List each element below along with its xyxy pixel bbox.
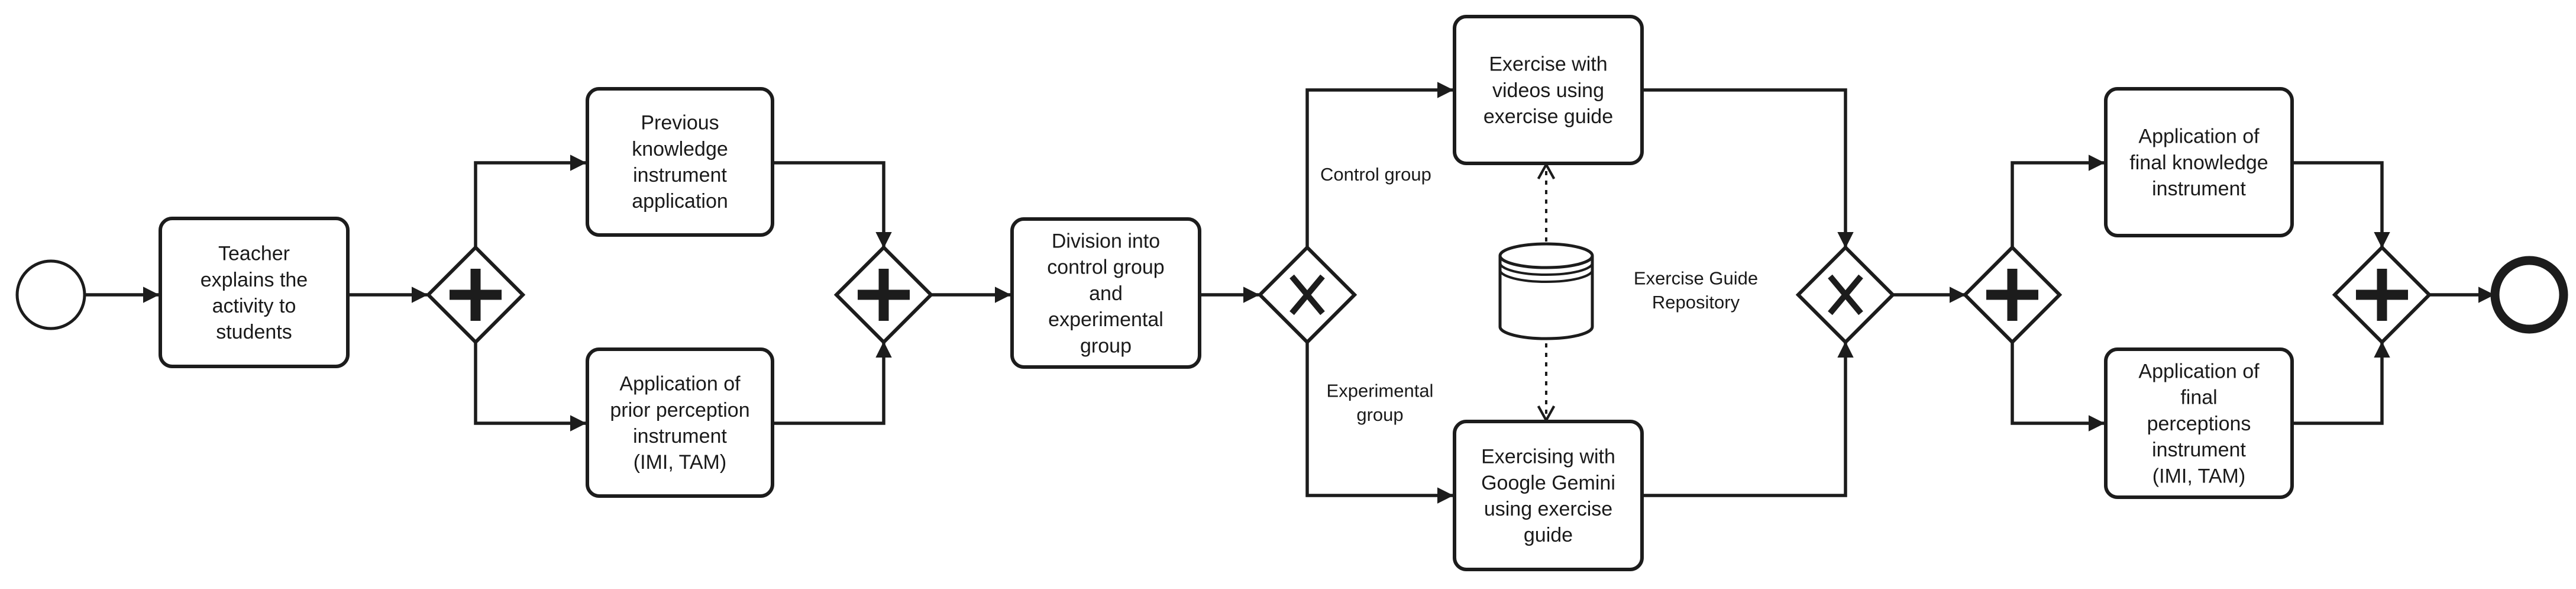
experimental-group-label-line: group [1356, 404, 1403, 425]
parallel-gateway-join-2 [2332, 244, 2432, 345]
flow-prior-perception-to-join1 [773, 341, 892, 425]
exclusive-gateway-split [1257, 244, 1358, 345]
exclusive-gateway-join [1795, 244, 1896, 345]
task-final-knowledge-label-line: final knowledge [2129, 152, 2268, 174]
task-final-knowledge-label-line: instrument [2152, 178, 2246, 200]
task-teacher-explains-label-line: explains the [201, 269, 308, 291]
task-final-knowledge-label-line: Application of [2138, 125, 2260, 148]
plus-icon [450, 269, 502, 321]
task-final-knowledge: Application of final knowledge instrument [2104, 87, 2294, 237]
sequence-flows [86, 82, 2495, 504]
task-exercise-with-gemini-label-line: guide [1524, 524, 1573, 546]
task-teacher-explains-label: Teacher explains the activity to students [201, 243, 308, 344]
task-exercise-with-videos-label: Exercise with videos using exercise guide [1483, 53, 1613, 128]
task-division-into-groups-label: Division into control group and experimenta… [1047, 230, 1164, 358]
task-prior-perception-label: Application of prior perception instrument… [610, 373, 749, 474]
task-exercise-with-videos: Exercise with videos using exercise guide [1453, 15, 1644, 165]
experimental-group-label-line: Experimental [1327, 381, 1434, 401]
task-exercise-with-gemini-label-line: Google Gemini [1481, 472, 1615, 494]
task-final-perceptions-label-line: Application of [2138, 361, 2260, 383]
task-final-perceptions-label-line: perceptions [2147, 413, 2251, 435]
task-previous-knowledge: Previous knowledge instrument application [586, 87, 774, 237]
task-division-into-groups: Division into control group and experimenta… [1010, 217, 1201, 369]
flow-xor-to-exercise-videos [1305, 82, 1454, 247]
task-teacher-explains-label-line: activity to [212, 295, 296, 317]
exercise-guide-repository-store [1498, 242, 1594, 340]
control-group-label-line: Control group [1320, 164, 1431, 185]
task-final-perceptions-label-line: final [2180, 387, 2217, 409]
task-previous-knowledge-label: Previous knowledge instrument application [632, 112, 728, 213]
flow-split2-to-final-perceptions [2011, 342, 2105, 432]
task-division-into-groups-label-line: group [1080, 334, 1132, 357]
x-icon [1289, 274, 1325, 316]
task-teacher-explains-label-line: students [216, 321, 292, 343]
flow-exercise-gemini-to-xor-join [1642, 341, 1854, 497]
task-teacher-explains: Teacher explains the activity to students [159, 217, 350, 368]
flow-xor-to-exercise-gemini [1305, 342, 1454, 504]
task-teacher-explains-label-line: Teacher [218, 243, 290, 265]
x-icon [1828, 274, 1863, 316]
database-icon [1498, 256, 1594, 340]
task-previous-knowledge-label-line: instrument [633, 164, 727, 186]
control-group-label: Control group [1320, 164, 1431, 185]
exercise-guide-repository-label-line: Exercise Guide [1634, 268, 1758, 289]
task-previous-knowledge-label-line: knowledge [632, 138, 728, 160]
flow-exercise-videos-to-xor-join [1642, 88, 1854, 249]
task-prior-perception-label-line: prior perception [610, 399, 749, 421]
task-exercise-with-gemini-label-line: Exercising with [1481, 446, 1615, 468]
task-division-into-groups-label-line: Division into [1052, 230, 1160, 253]
flow-final-knowledge-to-join2 [2292, 161, 2390, 249]
task-final-perceptions-label-line: (IMI, TAM) [2152, 465, 2245, 487]
task-previous-knowledge-label-line: application [632, 190, 728, 213]
flow-split1-to-previous-knowledge [474, 155, 587, 247]
task-prior-perception: Application of prior perception instrument… [586, 347, 774, 498]
task-exercise-with-gemini-label-line: using exercise [1484, 498, 1612, 520]
plus-icon [1986, 269, 2038, 321]
flow-split2-to-final-knowledge [2011, 155, 2105, 247]
task-division-into-groups-label-line: experimental [1048, 308, 1163, 331]
task-exercise-with-videos-label-line: Exercise with [1489, 53, 1607, 76]
parallel-gateway-join-1 [833, 244, 934, 345]
end-event [2490, 256, 2568, 334]
task-prior-perception-label-line: instrument [633, 425, 727, 448]
task-prior-perception-label-line: (IMI, TAM) [634, 451, 726, 474]
task-exercise-with-videos-label-line: exercise guide [1483, 105, 1613, 128]
parallel-gateway-split-2 [1962, 244, 2063, 345]
flow-previous-knowledge-to-join1 [773, 161, 892, 249]
plus-icon [2356, 269, 2408, 321]
task-division-into-groups-label-line: control group [1047, 256, 1164, 279]
task-final-perceptions-label-line: instrument [2152, 439, 2246, 461]
task-prior-perception-label-line: Application of [619, 373, 741, 395]
flow-final-perceptions-to-join2 [2292, 341, 2390, 425]
task-final-knowledge-label: Application of final knowledge instrument [2129, 125, 2268, 200]
exercise-guide-repository-label-line: Repository [1652, 292, 1740, 313]
task-final-perceptions-label: Application of final perceptions instrument… [2138, 361, 2260, 488]
task-division-into-groups-label-line: and [1089, 282, 1123, 305]
task-final-perceptions: Application of final perceptions instrument… [2104, 347, 2294, 499]
plus-icon [858, 269, 910, 321]
start-event [15, 259, 86, 330]
flow-split1-to-prior-perception [474, 342, 587, 432]
task-previous-knowledge-label-line: Previous [641, 112, 719, 134]
task-exercise-with-videos-label-line: videos using [1492, 79, 1604, 102]
parallel-gateway-split-1 [425, 244, 526, 345]
experimental-group-label: Experimental group [1327, 381, 1434, 425]
